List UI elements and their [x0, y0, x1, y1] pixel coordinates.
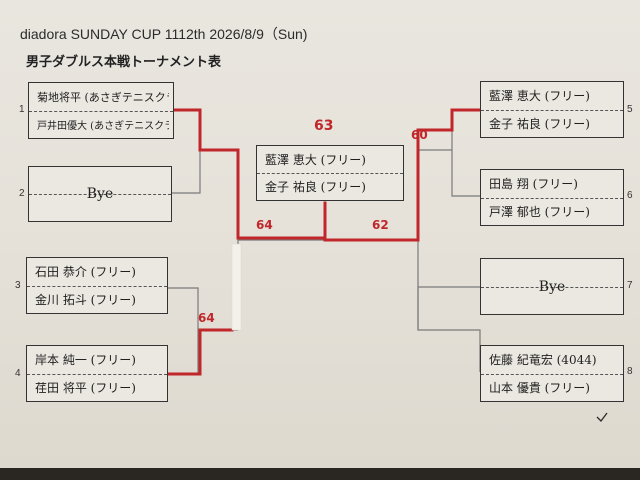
seed-number: 8 — [627, 366, 633, 377]
player-name: 荏田 将平 (フリー) — [35, 380, 136, 395]
bye-label: Bye — [86, 186, 114, 202]
bye-label: Bye — [538, 278, 566, 295]
player-name: 岸本 純一 (フリー) — [35, 353, 136, 368]
player-name: 戸井田優大 (あさぎテニスクラブ) — [37, 120, 169, 132]
tournament-sheet: diadora SUNDAY CUP 1112th 2026/8/9（Sun) … — [0, 0, 640, 468]
seed-number: 5 — [627, 104, 633, 115]
seed-number: 4 — [15, 368, 21, 379]
entry-box-8: 佐藤 紀竜宏 (4044) 山本 優貴 (フリー) — [480, 345, 624, 402]
seed-number: 2 — [19, 188, 25, 199]
player-name: 佐藤 紀竜宏 (4044) — [489, 353, 597, 368]
quarter-score-3-4: 64 — [198, 311, 215, 325]
winner-path-4 — [166, 328, 234, 376]
player-name: 石田 恭介 (フリー) — [35, 265, 136, 280]
divider — [481, 373, 623, 375]
bracket-line-5-6 — [451, 109, 480, 197]
seed-number: 6 — [627, 190, 633, 201]
divider — [29, 110, 173, 112]
champion-name: 藍澤 恵大 (フリー) — [265, 153, 366, 167]
divider — [257, 173, 403, 174]
player-name: 戸澤 郁也 (フリー) — [489, 204, 590, 219]
tournament-title: diadora SUNDAY CUP 1112th 2026/8/9（Sun) — [20, 26, 308, 42]
seed-number: 1 — [19, 104, 25, 115]
bracket-line-1-2 — [172, 109, 201, 194]
player-name: 菊地将平 (あさぎテニスクラブ) — [37, 90, 169, 104]
player-name: 藍澤 恵大 (フリー) — [489, 89, 590, 104]
seed-number: 7 — [627, 280, 633, 291]
champion-name: 金子 祐良 (フリー) — [265, 180, 366, 194]
correction-tape — [231, 243, 242, 331]
semi-right-score: 62 — [372, 218, 389, 232]
champion-box: 藍澤 恵大 (フリー) 金子 祐良 (フリー) — [256, 145, 404, 201]
semi-left-score: 64 — [256, 218, 273, 232]
entry-box-4: 岸本 純一 (フリー) 荏田 将平 (フリー) — [26, 345, 168, 402]
seed-number: 3 — [15, 280, 21, 291]
bracket-line-7-8 — [417, 286, 481, 372]
entry-box-3: 石田 恭介 (フリー) 金川 拓斗 (フリー) — [26, 257, 168, 314]
entry-box-6: 田島 翔 (フリー) 戸澤 郁也 (フリー) — [480, 169, 624, 226]
divider — [481, 197, 623, 199]
player-name: 金川 拓斗 (フリー) — [35, 292, 136, 307]
divider — [481, 109, 623, 111]
player-name: 山本 優貴 (フリー) — [489, 380, 590, 395]
divider — [27, 285, 167, 287]
winner-path-5 — [323, 108, 482, 242]
final-score: 63 — [314, 118, 334, 134]
entry-box-2: Bye — [28, 166, 172, 222]
bracket-subtitle: 男子ダブルス本戦トーナメント表 — [26, 55, 222, 70]
bracket-lines — [166, 108, 482, 376]
entry-box-7: Bye — [480, 258, 624, 315]
entry-box-1: 菊地将平 (あさぎテニスクラブ) 戸井田優大 (あさぎテニスクラブ) — [28, 82, 174, 139]
entry-box-5: 藍澤 恵大 (フリー) 金子 祐良 (フリー) — [480, 81, 624, 138]
divider — [481, 286, 623, 288]
bracket-line-3-4 — [168, 287, 199, 375]
player-name: 田島 翔 (フリー) — [489, 177, 578, 192]
check-mark-icon — [596, 412, 608, 422]
quarter-score-5-6: 60 — [411, 128, 428, 142]
player-name: 金子 祐良 (フリー) — [489, 116, 590, 131]
divider — [29, 194, 171, 195]
winner-path-1 — [170, 108, 324, 240]
divider — [27, 373, 167, 375]
